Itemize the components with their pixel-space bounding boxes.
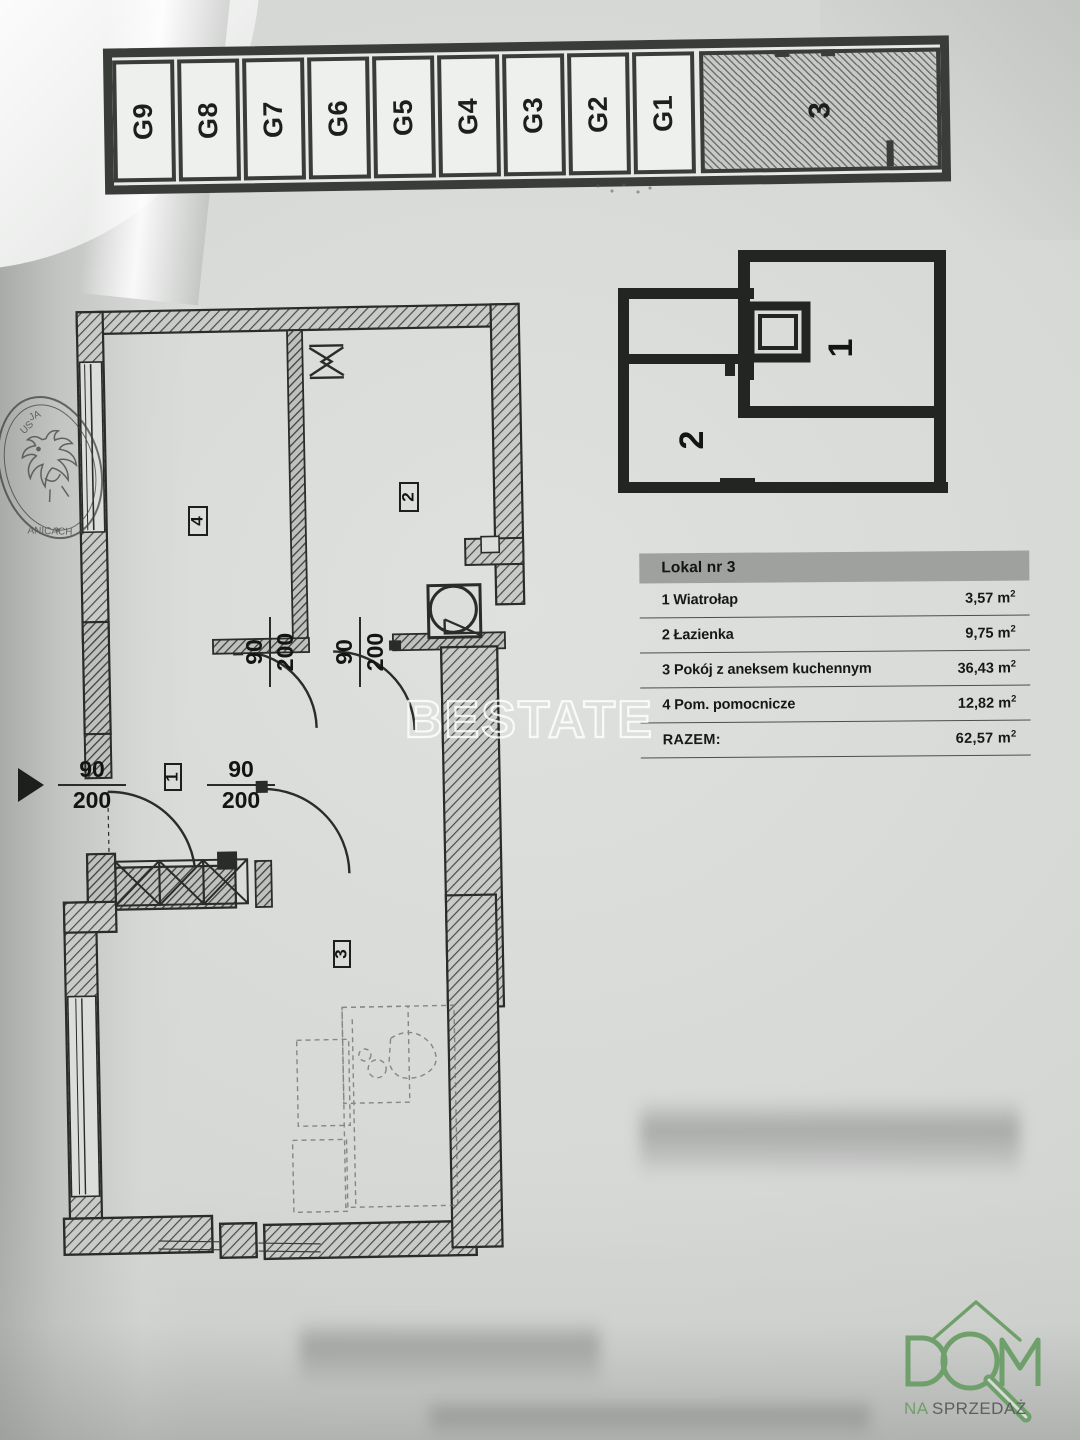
keyplan-room-label-2: 2 — [673, 431, 711, 450]
garage-cell-label: G8 — [193, 101, 224, 139]
legend-title: Lokal nr 3 — [661, 558, 736, 577]
legend-row: 2 Łazienka 9,75 m2 — [639, 615, 1030, 654]
legend-room-name: 2 Łazienka — [661, 626, 734, 644]
garage-strip-diagram: G9 G8 G7 G6 G5 G4 G3 G2 — [102, 35, 952, 195]
door-dimension-tag: 90 200 — [331, 617, 388, 687]
room-number-box-1: 1 — [163, 763, 182, 791]
garage-cell-label: G4 — [453, 97, 484, 135]
legend-room-name: 3 Pokój z aneksem kuchennym — [662, 660, 872, 679]
garage-highlighted-unit: 3 — [699, 47, 942, 174]
garage-cell-label: G9 — [128, 102, 159, 140]
legend-room-area: 9,75 m2 — [965, 623, 1016, 642]
built-in-wardrobe — [114, 858, 249, 907]
dom-na-sprzedaz-logo: NA SPRZEDAŻ — [886, 1298, 1066, 1428]
door-dimension-tag: 90 200 — [58, 758, 126, 812]
garage-cell-label: G1 — [648, 94, 679, 132]
keyplan-room-label-1: 1 — [822, 339, 860, 358]
svg-text:JA: JA — [27, 409, 42, 424]
legend-room-area: 3,57 m2 — [965, 588, 1016, 607]
garage-cell-label: G2 — [583, 95, 614, 133]
ventilation-symbol — [308, 344, 345, 380]
door-dimension-tag: 90 200 — [241, 617, 298, 687]
main-floor-plan: 4 2 1 3 90 200 90 200 90 200 90 — [0, 250, 620, 1350]
garage-cell: G3 — [502, 53, 566, 177]
garage-cell: G2 — [567, 52, 631, 176]
room-number-box-4: 4 — [188, 506, 208, 536]
door-dimension-tag: 90 200 — [207, 758, 275, 812]
house-roof-icon — [930, 1300, 1022, 1342]
logo-subtitle-sprzedaz: SPRZEDAŻ — [932, 1399, 1027, 1418]
garage-cell: G8 — [177, 58, 241, 182]
garage-cell-label: G3 — [518, 96, 549, 134]
shower-fixture — [426, 583, 483, 640]
legend-room-area: 12,82 m2 — [957, 693, 1017, 712]
entrance-direction-arrow — [18, 768, 44, 802]
svg-text:★: ★ — [52, 524, 63, 536]
wall-notch — [821, 49, 836, 57]
legend-header: Lokal nr 3 — [639, 550, 1030, 584]
garage-cell-list: G9 G8 G7 G6 G5 G4 G3 G2 — [112, 45, 942, 186]
legend-total-area: 62,57 m2 — [955, 728, 1017, 747]
magnifier-lens-icon — [940, 1331, 1000, 1391]
wall-notch — [886, 140, 894, 167]
garage-cell: G4 — [437, 54, 501, 178]
garage-unit-label: 3 — [803, 101, 837, 119]
garage-cell: G6 — [307, 56, 371, 180]
garage-cell: G9 — [112, 59, 177, 183]
key-plan-diagram: 1 2 — [560, 240, 960, 510]
furniture-sketch — [291, 1004, 459, 1214]
legend-total-label: RAZEM: — [662, 731, 721, 749]
room-number-box-3: 3 — [332, 940, 351, 968]
legend-row: 4 Pom. pomocnicze 12,82 m2 — [640, 685, 1031, 724]
wall-notch — [775, 49, 790, 58]
room-number-box-2: 2 — [399, 482, 419, 512]
legend-room-name: 1 Wiatrołap — [661, 591, 739, 609]
svg-text:ANICACH: ANICACH — [27, 525, 72, 538]
garage-cell: G5 — [372, 55, 436, 179]
legend-row: 3 Pokój z aneksem kuchennym 36,43 m2 — [639, 650, 1031, 689]
logo-subtitle-na: NA — [904, 1399, 929, 1418]
garage-cell-label: G5 — [388, 98, 419, 136]
legend-table: Lokal nr 3 1 Wiatrołap 3,57 m2 2 Łazienk… — [639, 550, 1031, 759]
scan-speckle-artifact — [590, 182, 660, 198]
legend-room-name: 4 Pom. pomocnicze — [662, 696, 796, 714]
garage-cell: G1 — [632, 51, 696, 175]
garage-cell-label: G6 — [323, 99, 354, 137]
legend-total-row: RAZEM: 62,57 m2 — [640, 720, 1031, 759]
legend-row: 1 Wiatrołap 3,57 m2 — [639, 580, 1030, 619]
garage-cell: G7 — [242, 57, 306, 181]
legend-room-area: 36,43 m2 — [957, 658, 1017, 677]
official-stamp-seal: JA US ANICACH ★ — [0, 372, 112, 562]
garage-cell-label: G7 — [258, 100, 289, 138]
